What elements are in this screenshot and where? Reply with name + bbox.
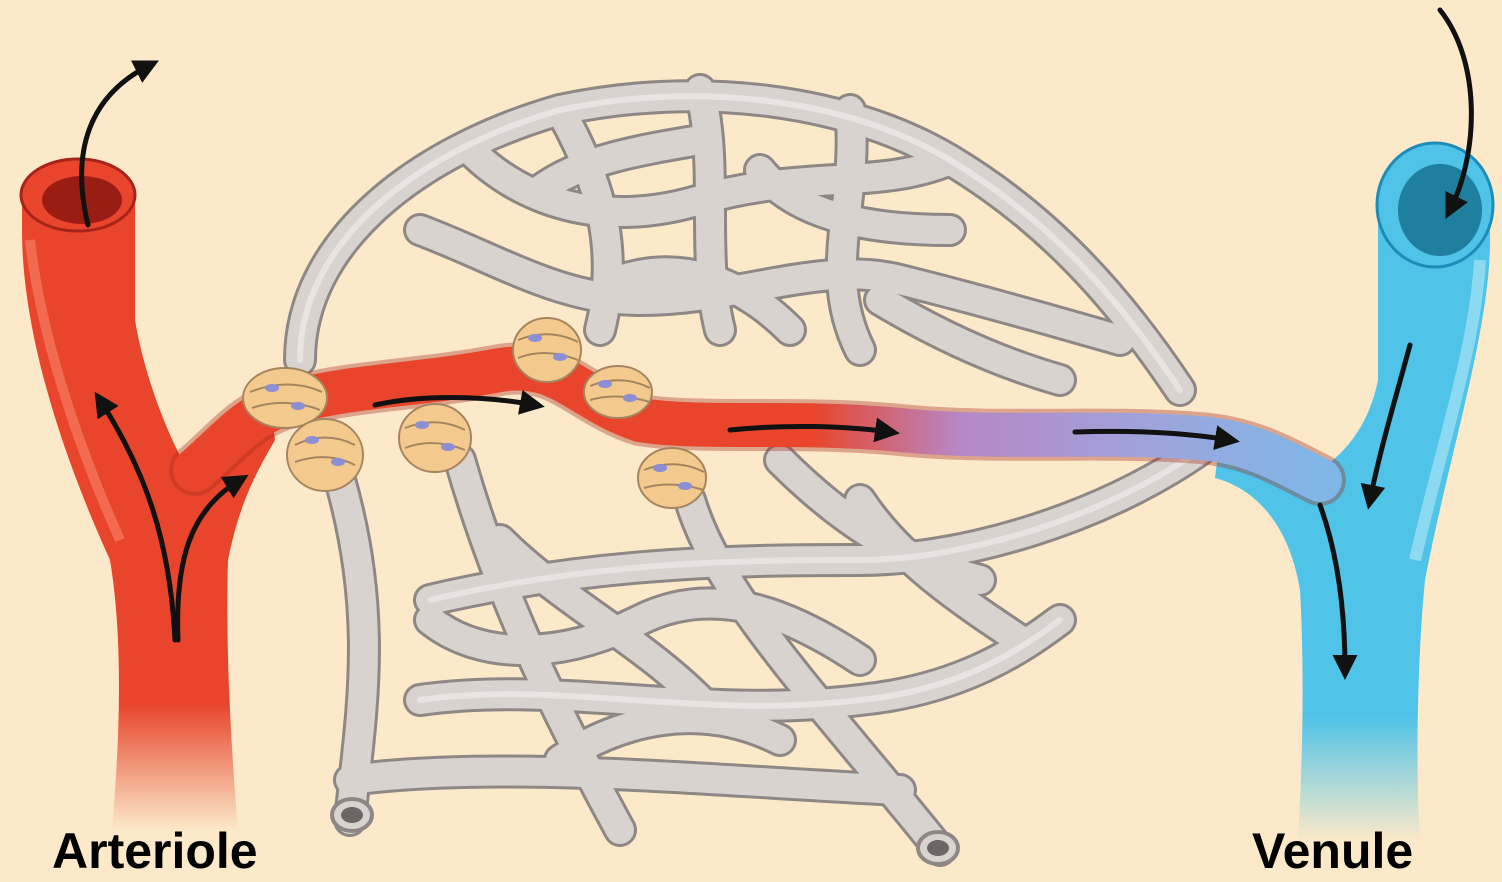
precapillary-sphincter-icon xyxy=(584,366,652,418)
precapillary-sphincter-icon xyxy=(638,448,706,508)
precapillary-sphincter-icon xyxy=(287,419,363,491)
precapillary-sphincter-icon xyxy=(243,368,327,428)
venule-label: Venule xyxy=(1252,826,1413,876)
capillary-network xyxy=(300,90,1200,864)
precapillary-sphincter-icon xyxy=(399,404,471,472)
arteriole-label: Arteriole xyxy=(52,826,258,876)
venule-vessel xyxy=(1215,143,1493,840)
precapillary-sphincter-icon xyxy=(513,318,581,382)
